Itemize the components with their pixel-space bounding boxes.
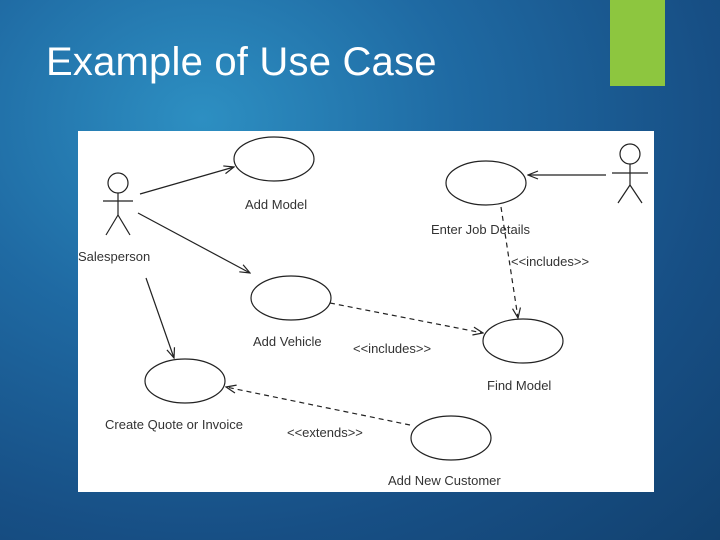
association-arrow	[139, 167, 234, 195]
use-case-add-new-customer	[410, 415, 492, 461]
diagram-canvas: Salesperson Add Model Enter Job Details …	[78, 136, 648, 488]
slide-title: Example of Use Case	[46, 40, 437, 84]
relation-label: <<extends>>	[287, 425, 363, 440]
actor-salesperson	[103, 172, 133, 236]
use-case-enter-job-details	[445, 160, 527, 206]
association-arrow	[137, 212, 250, 273]
use-case-label: Enter Job Details	[431, 222, 530, 237]
actor-right	[612, 143, 648, 204]
use-case-add-vehicle	[250, 275, 332, 321]
use-case-create-quote	[144, 358, 226, 404]
use-case-label: Create Quote or Invoice	[105, 417, 243, 432]
extends-arrow	[226, 387, 411, 426]
use-case-label: Find Model	[487, 378, 551, 393]
includes-arrow	[329, 302, 483, 333]
use-case-label: Add Vehicle	[253, 334, 322, 349]
actor-label: Salesperson	[78, 249, 150, 264]
relation-label: <<includes>>	[353, 341, 431, 356]
use-case-label: Add New Customer	[388, 473, 501, 488]
use-case-label: Add Model	[245, 197, 307, 212]
use-case-find-model	[482, 318, 564, 364]
association-arrow	[145, 277, 174, 358]
relation-label: <<includes>>	[511, 254, 589, 269]
use-case-add-model	[233, 136, 315, 182]
accent-bar	[610, 0, 665, 86]
use-case-diagram: Salesperson Add Model Enter Job Details …	[78, 131, 654, 492]
includes-arrow	[500, 206, 518, 318]
